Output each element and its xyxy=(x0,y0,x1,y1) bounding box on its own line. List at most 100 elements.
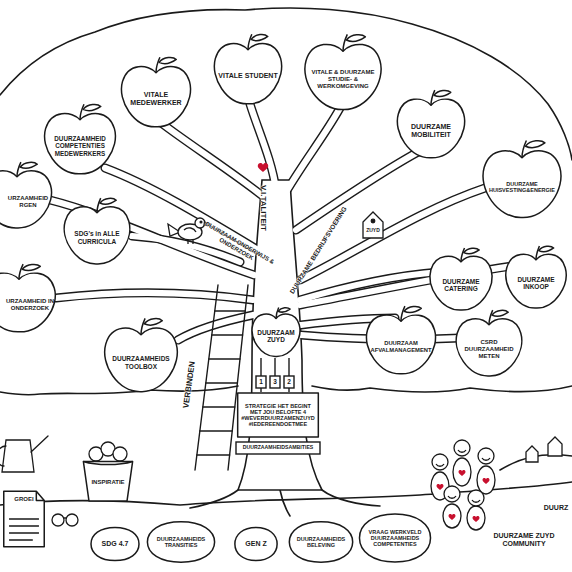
apple-leaf xyxy=(83,104,101,110)
ambition-board xyxy=(236,442,320,454)
bucket-apple xyxy=(113,447,127,461)
node-text: GROEI xyxy=(14,496,33,503)
apple-outline xyxy=(0,171,52,228)
apple-stem xyxy=(276,308,279,319)
sign-outline xyxy=(238,393,319,437)
apple-stem xyxy=(141,318,145,334)
person-body xyxy=(467,506,485,530)
apple-node: URZAAMHEID RGEN xyxy=(0,160,56,230)
bird-head xyxy=(195,218,205,228)
person-head xyxy=(444,486,460,502)
root-stone: GEN Z xyxy=(234,526,278,562)
apple-outline xyxy=(45,113,116,173)
branch-label: V.I.TALITEIT xyxy=(259,185,268,231)
apple-node: VITALE & DUURZAME STUDIE- & WERKOMGEVING xyxy=(300,32,386,112)
apple-leaf xyxy=(278,308,290,312)
ladder-rung xyxy=(200,430,232,431)
node-text: STRATEGIE HET BEGINT MET JOU BELOFTE 4 #… xyxy=(240,403,316,428)
canopy-outline xyxy=(312,386,572,392)
person-body xyxy=(453,458,471,486)
apple-outline xyxy=(456,319,522,376)
number-board xyxy=(256,376,266,388)
apple-shape xyxy=(210,32,286,106)
apple-leaf xyxy=(539,246,554,251)
bucket-rim xyxy=(83,461,132,464)
apple-outline xyxy=(430,256,492,310)
stone-outline xyxy=(91,527,139,560)
node-text: VITALE MEDEWERKER xyxy=(122,91,190,107)
node-text: SDG 4.7 xyxy=(102,540,129,548)
person-body xyxy=(443,504,461,528)
apple-outline xyxy=(506,254,566,308)
node-text: DUURZAME CATERING xyxy=(431,278,491,293)
apple-outline xyxy=(397,99,464,158)
sign-chain xyxy=(260,358,261,376)
sign-boards xyxy=(236,358,320,454)
node-text: GEN Z xyxy=(245,540,266,548)
inspiration-bucket: INSPIRATIE xyxy=(80,450,136,502)
apple-leaf xyxy=(434,90,451,96)
apple-stem xyxy=(401,306,405,321)
watering-can-spout xyxy=(0,436,48,466)
apple-stem xyxy=(536,246,539,260)
apple-stem xyxy=(19,264,23,279)
node-text: DUURZAAMHEID COMPETENTIES MEDEWERKERS xyxy=(45,135,115,156)
apple-outline xyxy=(121,66,190,126)
outline-group xyxy=(0,8,572,516)
node-text: INSPIRATIE xyxy=(91,479,124,486)
person-smile xyxy=(436,450,490,502)
number-board xyxy=(270,376,280,388)
root-line xyxy=(322,490,380,506)
apple-leaf xyxy=(251,34,268,40)
node-text: URZAAMHEID IN ONDERZOEK xyxy=(5,298,55,311)
apple-outline xyxy=(366,315,435,374)
apple-outline xyxy=(64,207,130,264)
root-stone: DUURZAAMHEIDS BELEVING xyxy=(288,520,354,564)
person-head xyxy=(478,448,494,464)
ladder-rung xyxy=(212,334,243,335)
node-text: DUURZAME MOBILITEIT xyxy=(398,123,464,139)
canopy-outline xyxy=(0,8,572,160)
apple-leaf xyxy=(100,198,116,204)
ladder-rung xyxy=(215,310,245,311)
apple-node: DUURZAAMHEID COMPETENTIES MEDEWERKERS xyxy=(40,102,120,176)
birdhouse xyxy=(363,212,383,238)
root-line xyxy=(280,490,290,516)
heart-symbol xyxy=(473,516,480,522)
apple-shape xyxy=(478,138,566,220)
apple-stem xyxy=(156,57,160,73)
apple-node: DUURZAME INKOOP xyxy=(502,244,570,310)
apple-stem xyxy=(80,104,84,120)
apple-node: VITALE STUDENT xyxy=(210,32,286,106)
apple-outline xyxy=(305,44,381,109)
node-text: DUURZAAM AFVALMANAGEMENT xyxy=(367,340,435,353)
apple-outline xyxy=(0,273,55,332)
person-head xyxy=(432,454,448,470)
community-label: DUURZAME ZUYD COMMUNITY xyxy=(484,532,564,547)
garden-items xyxy=(0,436,562,526)
person-head xyxy=(454,440,470,456)
node-text: CSRD DUURZAAMHEID METEN xyxy=(457,339,521,359)
apple-leaf xyxy=(492,310,508,316)
stone-outline xyxy=(235,527,277,560)
bucket-shape xyxy=(80,450,136,502)
apple-leaf xyxy=(526,141,545,148)
apple-stem xyxy=(431,90,435,105)
root-stone: DUURZAAMHEIDS TRANSITIES xyxy=(146,520,216,564)
ladder-rail xyxy=(228,285,248,470)
ladder-rung xyxy=(206,382,238,383)
node-text: DUURZAAMHEIDS TRANSITIES xyxy=(150,536,212,548)
ladder-rail xyxy=(195,285,218,470)
apple-stem xyxy=(461,248,465,262)
bird-eye xyxy=(200,221,202,223)
heart-symbol xyxy=(437,484,444,490)
ladder-rung xyxy=(209,358,240,359)
apple-leaf xyxy=(22,264,40,270)
stone-outline xyxy=(359,514,430,562)
ladder xyxy=(195,285,248,470)
node-text: VRAAG WERKVELD DUURZAAMHEIDS COMPETENTIE… xyxy=(362,529,428,547)
paper-sheet: GROEI xyxy=(2,490,46,548)
apple-outline xyxy=(483,151,561,218)
apple-shape xyxy=(100,316,182,394)
